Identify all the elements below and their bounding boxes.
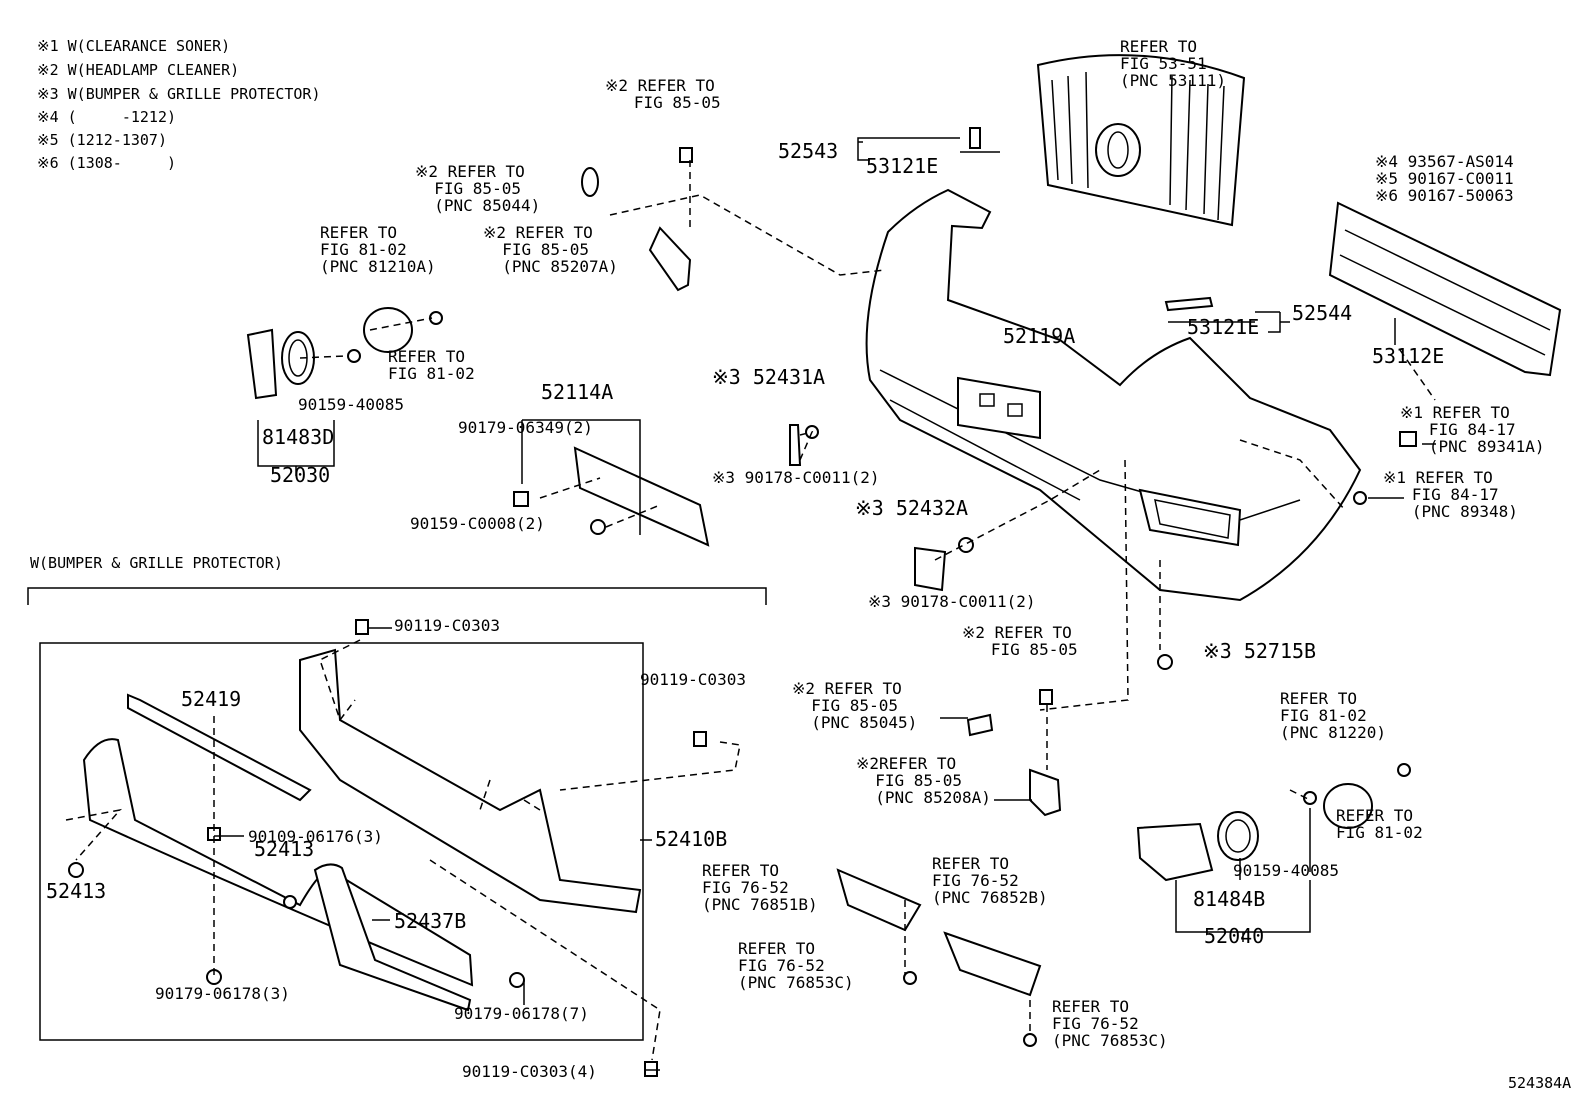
label-90178-c0011-a: ※3 90178-C0011(2) bbox=[712, 468, 880, 487]
lower-grille-53112e bbox=[1328, 201, 1562, 377]
label-ref-85208a: ※2REFER TO FIG 85-05 (PNC 85208A) bbox=[856, 754, 991, 807]
section-title: W(BUMPER & GRILLE PROTECTOR) bbox=[30, 554, 283, 572]
label-ref-81-02-left: REFER TO FIG 81-02 bbox=[388, 347, 475, 383]
bracket-52431a bbox=[789, 424, 802, 466]
retainer-52544-strip bbox=[1164, 296, 1214, 312]
label-52432a: ※3 52432A bbox=[855, 496, 969, 520]
protector-section-bracket bbox=[27, 587, 767, 605]
label-90179-06349: 90179-06349(2) bbox=[458, 418, 593, 437]
label-ref-85-05-top: ※2 REFER TO FIG 85-05 bbox=[605, 76, 721, 112]
headlamp-cleaner-cap bbox=[581, 167, 599, 197]
clip-52413-b bbox=[283, 895, 297, 909]
headlamp-cleaner-nozzle bbox=[648, 226, 692, 292]
label-ref-76851b: REFER TO FIG 76-52 (PNC 76851B) bbox=[702, 861, 818, 914]
figure-id: 524384A bbox=[1508, 1074, 1572, 1092]
legend-item-4: ※4 ( -1212) bbox=[37, 108, 176, 126]
label-90159-40085-right: 90159-40085 bbox=[1233, 861, 1339, 880]
label-ref-76853c-left: REFER TO FIG 76-52 (PNC 76853C) bbox=[738, 939, 854, 992]
label-ref-81210a: REFER TO FIG 81-02 (PNC 81210A) bbox=[320, 223, 436, 276]
leader-lines bbox=[214, 137, 1436, 1071]
bolt-top bbox=[679, 147, 693, 163]
label-52413-a: 52413 bbox=[46, 879, 107, 903]
headlamp-cleaner-lower bbox=[1029, 768, 1062, 817]
label-90119-c0303-b: 90119-C0303 bbox=[640, 670, 746, 689]
label-53121e-b: 53121E bbox=[1187, 315, 1260, 339]
label-52544: 52544 bbox=[1292, 301, 1353, 325]
label-90119-c0303-c: 90119-C0303(4) bbox=[462, 1062, 597, 1081]
label-52543: 52543 bbox=[778, 139, 839, 163]
legend-item-2: ※2 W(HEADLAMP CLEANER) bbox=[37, 61, 240, 79]
legend-item-3: ※3 W(BUMPER & GRILLE PROTECTOR) bbox=[37, 85, 321, 103]
label-52114a: 52114A bbox=[541, 380, 614, 404]
label-ref-85045: ※2 REFER TO FIG 85-05 (PNC 85045) bbox=[792, 679, 918, 732]
bolt-90119-a bbox=[355, 619, 369, 635]
nut-90179-b bbox=[509, 972, 525, 988]
bolt-90119-b bbox=[693, 731, 707, 747]
cover-76851b bbox=[836, 868, 922, 932]
label-52030: 52030 bbox=[270, 463, 331, 487]
label-ref-81-02-right: REFER TO FIG 81-02 bbox=[1336, 806, 1423, 842]
label-ref-76853c-right: REFER TO FIG 76-52 (PNC 76853C) bbox=[1052, 997, 1168, 1050]
label-90119-c0303-a: 90119-C0303 bbox=[394, 616, 500, 635]
label-90109-06176: 90109-06176(3) bbox=[248, 827, 383, 846]
label-53121e-a: 53121E bbox=[866, 154, 939, 178]
label-52040: 52040 bbox=[1204, 924, 1265, 948]
label-ref-81220: REFER TO FIG 81-02 (PNC 81220) bbox=[1280, 689, 1386, 742]
label-81484b: 81484B bbox=[1193, 887, 1266, 911]
clip-52413-a bbox=[68, 862, 84, 878]
retainer-53121e-a bbox=[969, 127, 981, 149]
bracket-52432a bbox=[914, 546, 947, 592]
label-90178-c0011-b: ※3 90178-C0011(2) bbox=[868, 592, 1036, 611]
cap-85045 bbox=[966, 713, 994, 737]
fog-lamp-left bbox=[246, 307, 443, 400]
label-ref-85044: ※2 REFER TO FIG 85-05 (PNC 85044) bbox=[415, 162, 541, 215]
label-52419: 52419 bbox=[181, 687, 242, 711]
label-ref-76852b: REFER TO FIG 76-52 (PNC 76852B) bbox=[932, 854, 1048, 907]
protector-52437b bbox=[82, 738, 474, 987]
label-53112e: 53112E bbox=[1372, 344, 1445, 368]
label-ref-85207a: ※2 REFER TO FIG 85-05 (PNC 85207A) bbox=[483, 223, 618, 276]
label-52119a: 52119A bbox=[1003, 324, 1076, 348]
dashed-lines bbox=[65, 160, 1436, 1061]
label-52410b: 52410B bbox=[655, 827, 728, 851]
label-90159-c0008: 90159-C0008(2) bbox=[410, 514, 545, 533]
protector-section-box bbox=[39, 642, 644, 1041]
protector-main bbox=[299, 648, 642, 914]
label-90179-06178-b: 90179-06178(7) bbox=[454, 1004, 589, 1023]
bolt-90119-c bbox=[644, 1061, 658, 1077]
label-90159-40085-left: 90159-40085 bbox=[298, 395, 404, 414]
bolt-mid bbox=[1039, 689, 1053, 705]
label-ref-89348: ※1 REFER TO FIG 84-17 (PNC 89348) bbox=[1383, 468, 1518, 521]
label-ref-53111: REFER TO FIG 53-51 (PNC 53111) bbox=[1120, 37, 1226, 90]
sensor-89341a bbox=[1399, 431, 1417, 447]
clip-52715b bbox=[1157, 654, 1173, 670]
label-90179-06178-a: 90179-06178(3) bbox=[155, 984, 290, 1003]
front-grille bbox=[1036, 54, 1246, 227]
fog-lamp-right bbox=[1136, 763, 1411, 882]
label-81483d: 81483D bbox=[262, 425, 335, 449]
label-52715b: ※3 52715B bbox=[1203, 639, 1317, 663]
sensor-89348 bbox=[1353, 491, 1367, 505]
label-52437b: 52437B bbox=[394, 909, 467, 933]
clip-76853c-r bbox=[1023, 1033, 1037, 1047]
molding-52419 bbox=[127, 693, 312, 802]
clip-76853c-l bbox=[903, 971, 917, 985]
label-52431a: ※3 52431A bbox=[712, 365, 826, 389]
license-plate-bracket bbox=[513, 446, 710, 547]
cover-76852b bbox=[943, 931, 1042, 997]
legend-item-5: ※5 (1212-1307) bbox=[37, 131, 167, 149]
label-ref-89341a: ※1 REFER TO FIG 84-17 (PNC 89341A) bbox=[1400, 403, 1545, 456]
label-notes-right: ※4 93567-AS014 ※5 90167-C0011 ※6 90167-5… bbox=[1375, 152, 1514, 205]
label-52413-b: 52413 bbox=[254, 837, 315, 861]
bumper-cover bbox=[865, 188, 1362, 602]
nut-52432a bbox=[958, 537, 974, 553]
legend-item-1: ※1 W(CLEARANCE SONER) bbox=[37, 37, 231, 55]
protector-52410b bbox=[313, 863, 472, 1012]
legend-item-6: ※6 (1308- ) bbox=[37, 154, 176, 172]
label-ref-85-05-mid: ※2 REFER TO FIG 85-05 bbox=[962, 623, 1078, 659]
